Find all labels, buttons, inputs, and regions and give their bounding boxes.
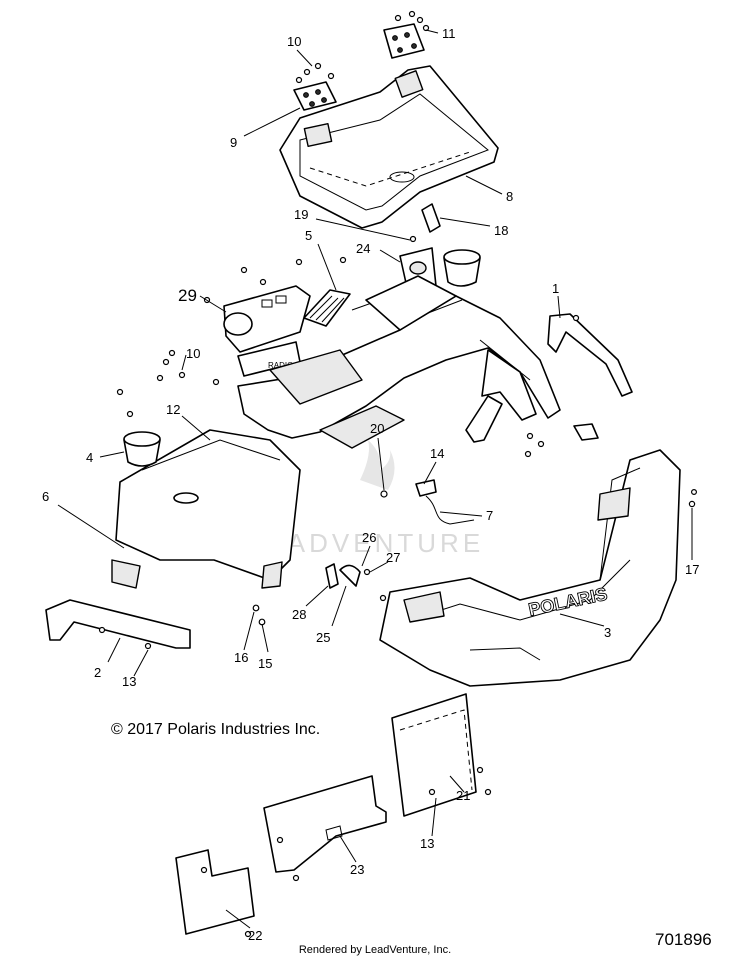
part-11-hinge [383, 23, 425, 59]
copyright-notice: © 2017 Polaris Industries Inc. [111, 721, 321, 738]
callout-10-mid: 10 [186, 346, 200, 361]
callout-10-top: 10 [287, 34, 301, 49]
part-5-filter [303, 289, 351, 327]
callout-labels: 10 11 9 8 19 18 5 24 29 1 10 12 4 20 14 … [42, 26, 699, 943]
loose-bolts [116, 256, 599, 602]
part-23-liner [263, 775, 387, 873]
callout-20: 20 [370, 421, 384, 436]
part-8-hood [279, 65, 499, 229]
right-fender-arm [465, 349, 537, 443]
callout-12: 12 [166, 402, 180, 417]
callout-1: 1 [552, 281, 559, 296]
cup-holder-right [443, 249, 481, 287]
part-9-hinge [293, 81, 337, 111]
callout-2: 2 [94, 665, 101, 680]
callout-8: 8 [506, 189, 513, 204]
radio-label: RADIO [268, 361, 293, 370]
part-12-main-body [237, 275, 561, 449]
callout-14: 14 [430, 446, 444, 461]
callout-22: 22 [248, 928, 262, 943]
callout-27: 27 [386, 550, 400, 565]
part-22-liner [175, 849, 255, 935]
drawing-number: 701896 [655, 930, 712, 949]
part-17-screw [688, 489, 697, 508]
callout-21: 21 [456, 788, 470, 803]
callout-7: 7 [486, 508, 493, 523]
callout-28: 28 [292, 607, 306, 622]
part-1-bracket [547, 313, 633, 397]
part-20-screw [380, 490, 388, 498]
part-2-bracket [45, 599, 191, 650]
callout-26: 26 [362, 530, 376, 545]
part-21-liner [391, 693, 477, 817]
callout-5: 5 [305, 228, 312, 243]
hinge-screws [295, 10, 430, 84]
callout-15: 15 [258, 656, 272, 671]
callout-25: 25 [316, 630, 330, 645]
callout-13-left: 13 [122, 674, 136, 689]
callout-11: 11 [442, 26, 456, 41]
callout-19: 19 [294, 207, 308, 222]
liner-fasteners [200, 766, 492, 938]
part-29-radio-panel: RADIO [223, 285, 311, 377]
callout-9: 9 [230, 135, 237, 150]
part-6-left-fender [111, 429, 301, 589]
callout-6: 6 [42, 489, 49, 504]
callout-3: 3 [604, 625, 611, 640]
leader-lines [57, 29, 693, 929]
callout-23: 23 [350, 862, 364, 877]
part-4-cup-holder [123, 431, 161, 467]
part-7-cable [415, 479, 475, 525]
part-18-latch [409, 203, 441, 243]
callout-16: 16 [234, 650, 248, 665]
callout-24: 24 [356, 241, 370, 256]
callout-17: 17 [685, 562, 699, 577]
callout-18: 18 [494, 223, 508, 238]
callout-13-bottom: 13 [420, 836, 434, 851]
footer-credit: Rendered by LeadVenture, Inc. [298, 944, 452, 956]
callout-4: 4 [86, 450, 93, 465]
callout-29: 29 [178, 286, 197, 305]
